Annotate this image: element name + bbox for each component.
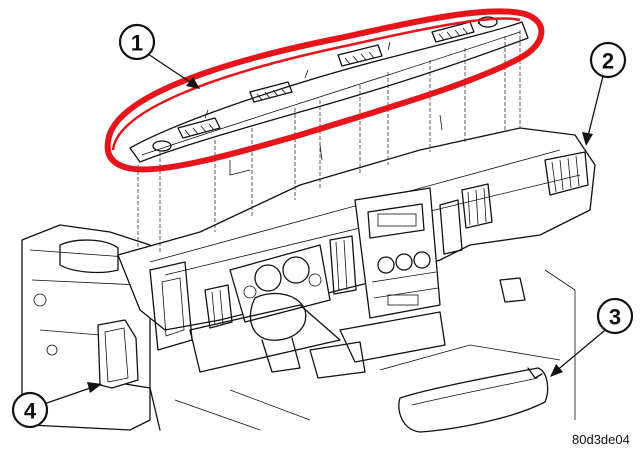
callout-2-label: 2: [602, 49, 614, 74]
left-end-cap: [97, 319, 139, 389]
callout-1: 1: [118, 23, 156, 61]
callout-3-label: 3: [609, 305, 621, 330]
callout-1-label: 1: [131, 31, 143, 56]
callout-4-label: 4: [24, 399, 37, 424]
callout-3: 3: [596, 297, 634, 335]
defroster-top-cover: [129, 16, 529, 163]
alignment-lines: [137, 30, 521, 252]
highlight-loop: [104, 8, 545, 173]
figure-reference: 80d3de04: [572, 432, 630, 447]
instrument-panel: [117, 127, 596, 420]
leader-arrows: [43, 51, 611, 405]
callout-2: 2: [589, 41, 627, 79]
glove-box-panel: [398, 367, 549, 433]
defroster-grilles: [177, 21, 475, 139]
callout-4: 4: [11, 391, 49, 429]
